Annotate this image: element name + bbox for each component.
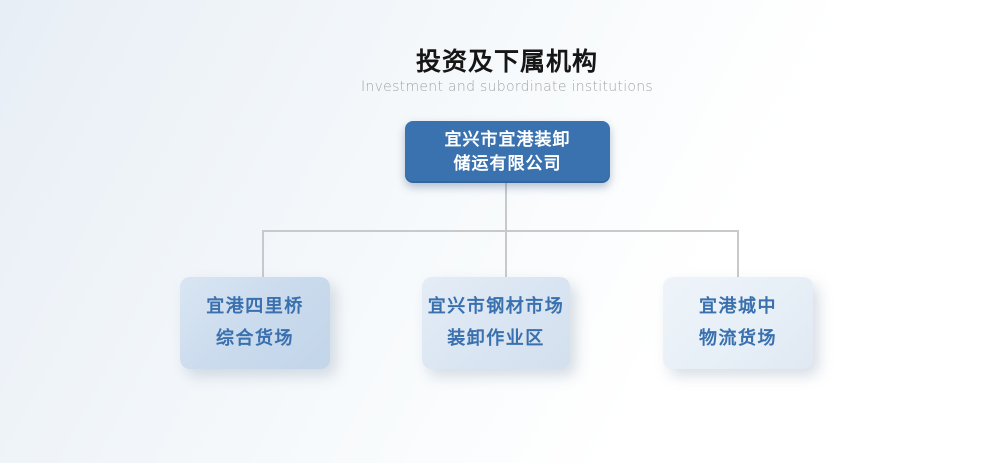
- connector-drop-right: [737, 230, 739, 277]
- org-child-node: 宜港城中 物流货场: [663, 277, 813, 369]
- connector-horizontal: [262, 230, 739, 232]
- page-subtitle: Investment and subordinate institutions: [360, 79, 654, 95]
- org-child-label-line2: 综合货场: [216, 328, 294, 349]
- org-root-label-line2: 储运有限公司: [453, 154, 562, 174]
- org-child-label-line2: 物流货场: [699, 328, 777, 349]
- org-child-label-line1: 宜港四里桥: [206, 296, 304, 317]
- page-title: 投资及下属机构: [415, 47, 598, 76]
- org-root-label-line1: 宜兴市宜港装卸: [444, 130, 571, 150]
- org-root-node: 宜兴市宜港装卸 储运有限公司: [405, 121, 610, 183]
- org-child-node: 宜兴市钢材市场 装卸作业区: [422, 277, 570, 369]
- org-child-node: 宜港四里桥 综合货场: [180, 277, 330, 369]
- org-child-label-line1: 宜兴市钢材市场: [427, 296, 565, 317]
- org-child-label-line1: 宜港城中: [699, 296, 777, 317]
- connector-drop-left: [262, 230, 264, 277]
- org-child-label-line2: 装卸作业区: [447, 328, 545, 349]
